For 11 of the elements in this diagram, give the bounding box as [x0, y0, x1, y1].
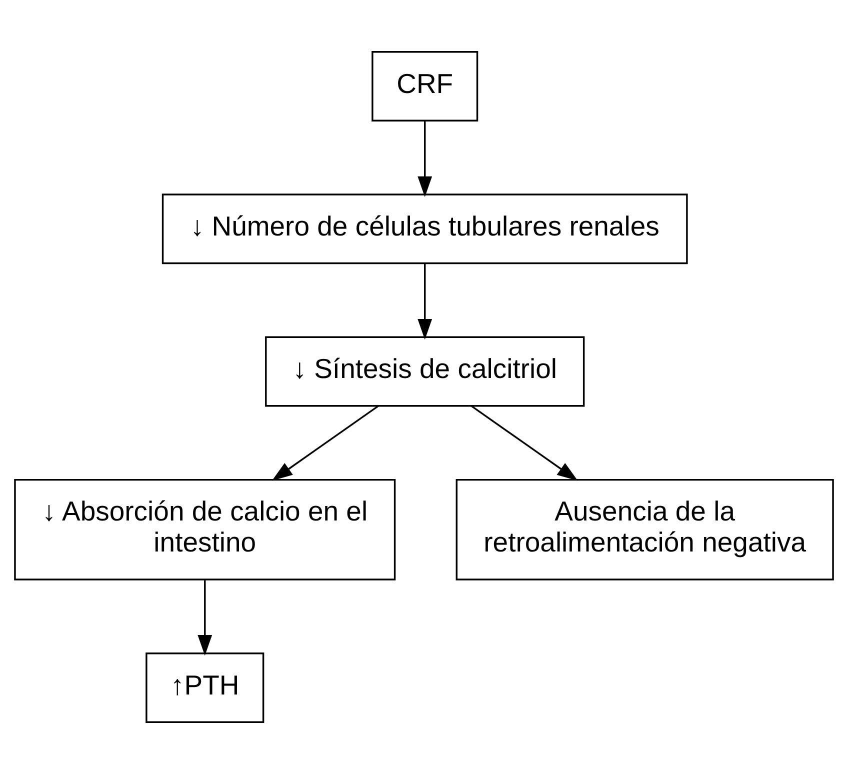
- node-box: ↓ Absorción de calcio en el intestino: [14, 478, 396, 580]
- node-box: ↓ Síntesis de calcitriol: [265, 336, 585, 406]
- arrow: [198, 580, 212, 656]
- node-box: CRF: [372, 50, 478, 121]
- node-box: Ausencia de la retroalimentación negativa: [456, 478, 834, 580]
- arrow: [418, 120, 432, 197]
- node-box: ↓ Número de células tubulares renales: [162, 193, 688, 264]
- arrow: [272, 404, 379, 480]
- arrow: [418, 263, 432, 340]
- node-box: ↑PTH: [146, 652, 264, 722]
- arrow: [471, 404, 578, 480]
